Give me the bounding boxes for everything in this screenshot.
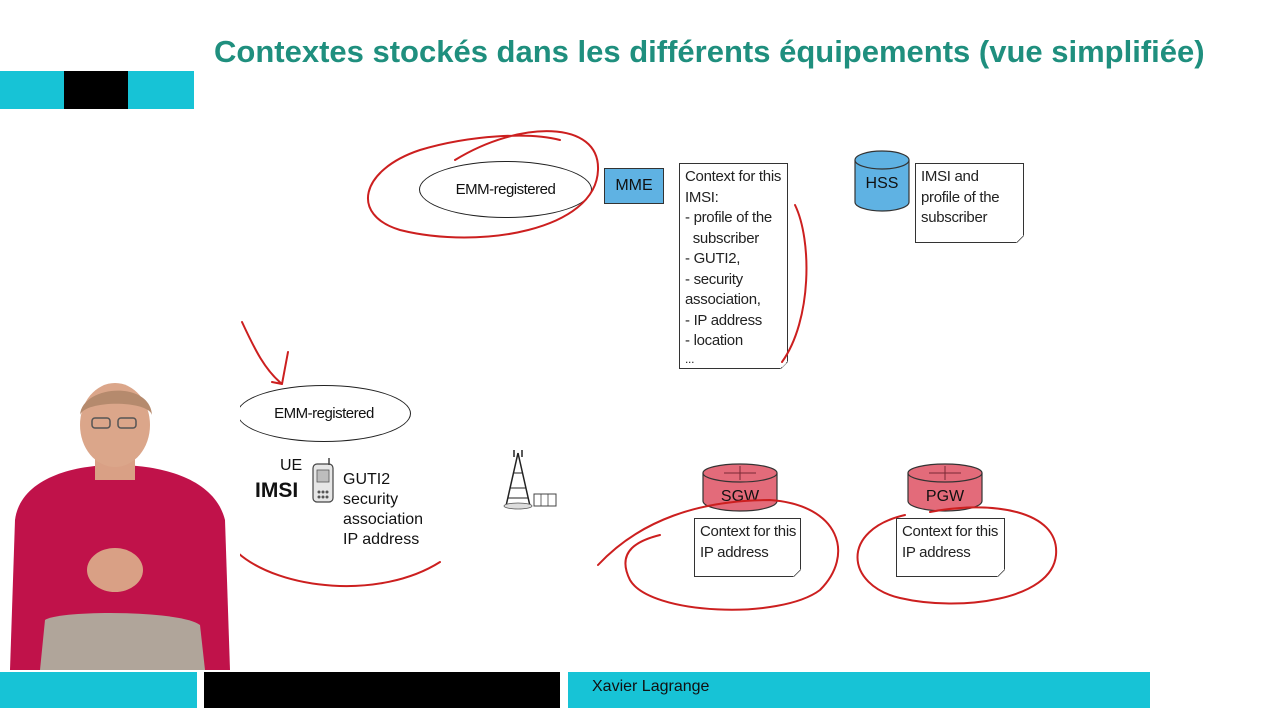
note-line: - IP address xyxy=(685,311,762,329)
footer-bar-black xyxy=(204,672,560,708)
sgw-context-note: Context for this IP address xyxy=(694,518,801,577)
mobile-phone-icon xyxy=(312,458,334,503)
presenter-name: Xavier Lagrange xyxy=(592,678,710,695)
note-line: Context for this xyxy=(685,168,782,185)
ue-context-line: GUTI2 xyxy=(343,471,391,488)
annotation-arrow-ue xyxy=(241,321,289,385)
note-line: - profile of the xyxy=(685,209,772,226)
ue-context-line: IP address xyxy=(343,531,420,548)
pgw-router-icon xyxy=(907,463,983,512)
pgw-node: PGW xyxy=(907,463,983,513)
note-fold-corner xyxy=(780,361,788,369)
hss-node: HSS xyxy=(854,150,910,212)
note-line: - location xyxy=(685,332,743,349)
footer-bar-cyan-left xyxy=(0,672,197,708)
hss-context-note: IMSI and profile of the subscriber xyxy=(915,163,1024,243)
note-fold-corner xyxy=(1016,235,1024,243)
note-fold-corner xyxy=(997,569,1005,577)
header-bar-black xyxy=(64,71,128,109)
footer-bar-cyan-right xyxy=(568,672,1150,708)
pgw-label: PGW xyxy=(925,488,965,505)
note-line: IMSI and xyxy=(921,168,979,185)
sgw-node: SGW xyxy=(702,463,778,513)
annotation-underline-ue xyxy=(237,552,441,588)
ue-context-line: security xyxy=(343,491,399,508)
note-line: association, xyxy=(685,291,761,308)
note-line: - GUTI2, xyxy=(685,250,741,267)
note-line: subscriber xyxy=(685,229,760,247)
pgw-context-note: Context for this IP address xyxy=(896,518,1005,577)
note-line: Context for this xyxy=(700,523,797,540)
hss-cylinder-icon xyxy=(854,150,910,212)
note-line: Context for this xyxy=(902,523,999,540)
mme-node: MME xyxy=(604,168,664,204)
presenter-video xyxy=(0,370,240,670)
antenna-tower-icon xyxy=(503,450,557,510)
header-bar-cyan-right xyxy=(128,71,194,109)
mme-emm-state-label: EMM-registered xyxy=(455,181,556,198)
hss-label: HSS xyxy=(865,175,899,192)
ue-context-line: association xyxy=(343,511,424,528)
slide-title: Contextes stockés dans les différents éq… xyxy=(214,34,1205,69)
note-line: IP address xyxy=(700,543,769,561)
note-line: ... xyxy=(685,351,695,366)
ue-emm-state-ellipse: EMM-registered xyxy=(237,385,411,442)
mme-label: MME xyxy=(615,177,653,194)
ue-label: UE xyxy=(280,457,303,474)
ue-emm-state-label: EMM-registered xyxy=(274,405,374,422)
sgw-label: SGW xyxy=(720,488,760,505)
note-line: subscriber xyxy=(921,209,988,226)
note-line: profile of the xyxy=(921,188,1000,206)
imsi-label: IMSI xyxy=(255,479,299,502)
mme-emm-state-ellipse: EMM-registered xyxy=(419,161,592,218)
note-line: IP address xyxy=(902,543,971,561)
note-line: IMSI: xyxy=(685,188,719,206)
mme-context-note: Context for this IMSI: - profile of the … xyxy=(679,163,788,369)
note-line: - security xyxy=(685,270,743,288)
header-bar-cyan-left xyxy=(0,71,64,109)
note-fold-corner xyxy=(793,569,801,577)
ue-context-text: GUTI2 security association IP address xyxy=(343,470,423,550)
